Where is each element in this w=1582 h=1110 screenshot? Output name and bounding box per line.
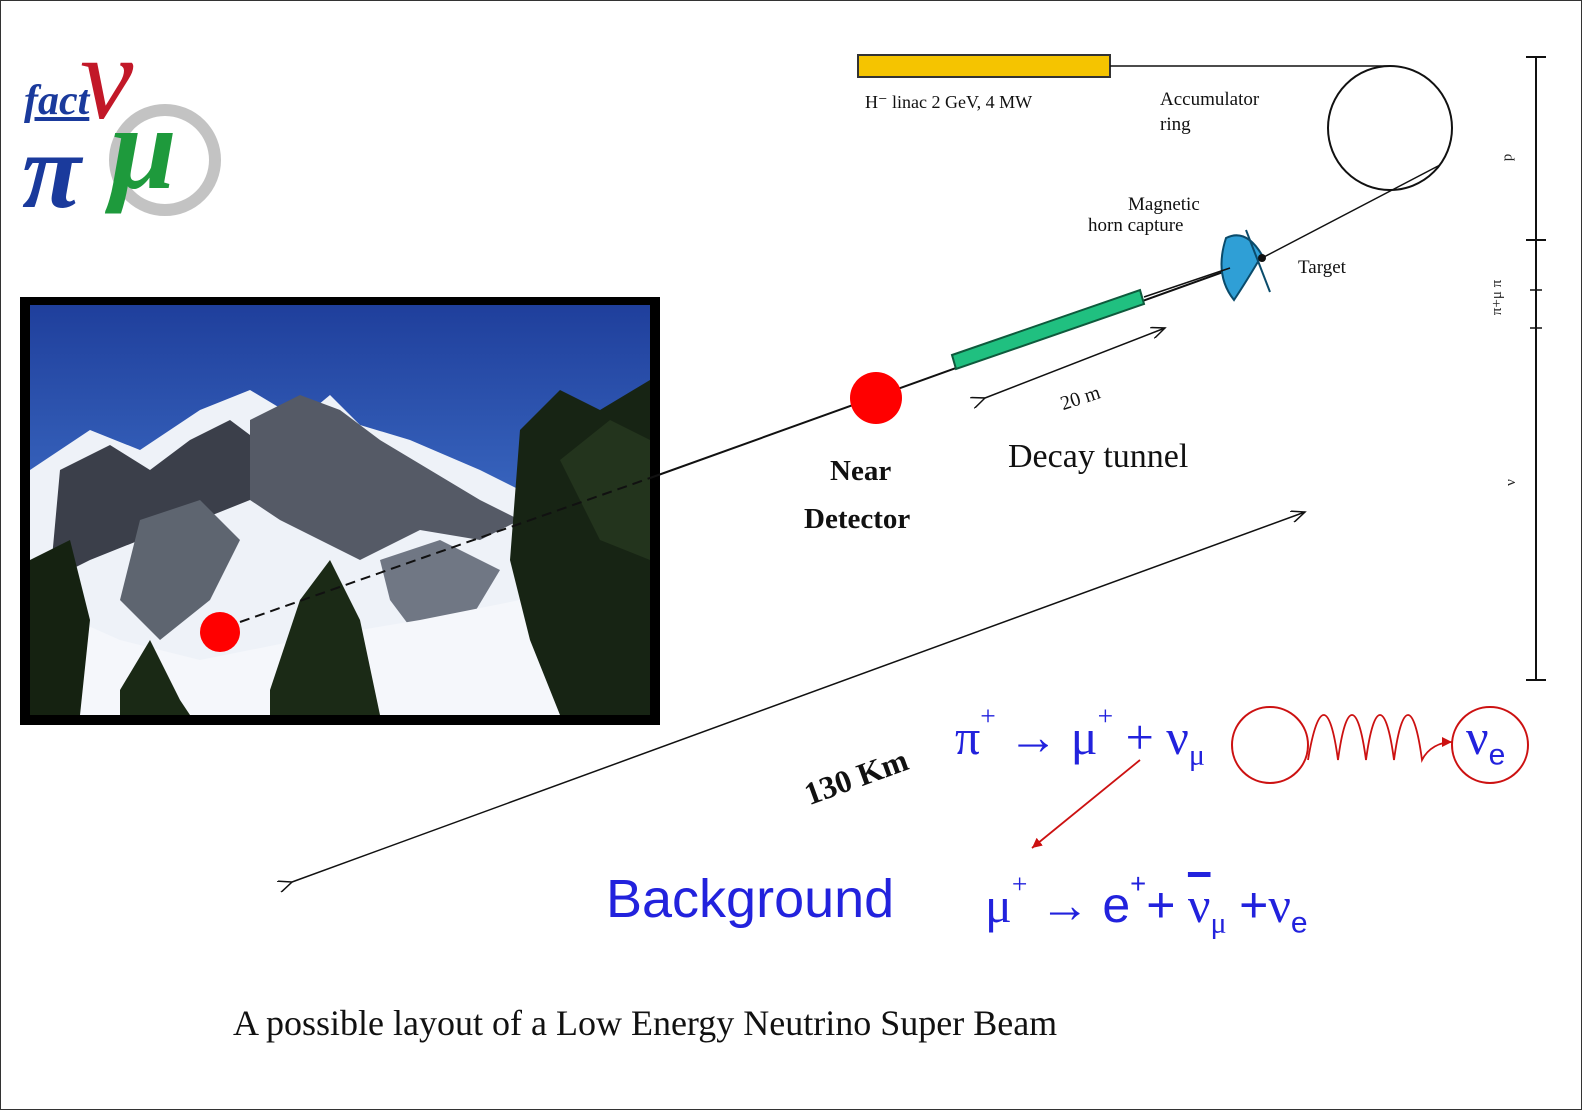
side-axis <box>1526 56 1546 681</box>
linac-label: H⁻ linac 2 GeV, 4 MW <box>865 92 1033 112</box>
eq-mu-charge: + <box>1097 700 1114 732</box>
bg-antinumu: ν <box>1187 877 1211 933</box>
far-detector-dot <box>200 612 240 652</box>
bg-positron-charge: + <box>1130 868 1147 900</box>
eq-numu-flavor: μ <box>1188 738 1205 772</box>
logo-mu: μ <box>110 81 177 214</box>
logo-nu: ν <box>80 11 134 144</box>
bg-arrow: → <box>1039 877 1090 933</box>
eq-nue: ν <box>1466 709 1489 765</box>
bg-mu-charge: + <box>1011 868 1028 900</box>
bg-nue: ν <box>1268 877 1291 933</box>
magnetic-label-2: horn capture <box>1088 215 1184 236</box>
magnetic-label-1: Magnetic <box>1128 194 1200 215</box>
background-equation: μ+ → e++ νμ +νe <box>985 870 1308 938</box>
linac-bar <box>857 54 1111 78</box>
axis-label-p: p <box>1499 153 1516 162</box>
axis-label-nu: ν <box>1502 479 1519 486</box>
nue-circle <box>1451 706 1529 784</box>
bg-nue-flavor: e <box>1290 906 1308 940</box>
near-detector-dot <box>850 372 902 424</box>
oscillation-wave <box>1307 714 1453 764</box>
logo-pi: π <box>22 112 81 231</box>
decay-tunnel-bar <box>950 288 1146 371</box>
axis-label-pimu: π+μ π <box>1489 279 1506 316</box>
caption: A possible layout of a Low Energy Neutri… <box>233 1003 1058 1043</box>
near-detector-label-1: Near <box>830 455 892 487</box>
bg-positron: e <box>1102 877 1131 933</box>
bg-mu: μ <box>985 877 1012 933</box>
near-detector-label-2: Detector <box>804 503 911 535</box>
eq-plus: + <box>1125 709 1154 765</box>
eq-mu: μ <box>1070 709 1098 765</box>
factnumu-logo <box>109 104 221 216</box>
nue-symbol: νe <box>1466 709 1505 770</box>
bg-antinumu-flavor: μ <box>1210 906 1227 940</box>
eq-pi-charge: + <box>980 700 996 732</box>
tunnel-length-arrow <box>985 328 1165 398</box>
eq-nue-flavor: e <box>1488 738 1506 772</box>
logo-fact: fact <box>24 78 90 124</box>
target-label: Target <box>1298 257 1346 278</box>
eq-numu: ν <box>1166 709 1189 765</box>
decay-equation: π+ → μ+ + νμ <box>955 702 1205 770</box>
eq-arrow: → <box>1008 709 1059 765</box>
decay-tunnel-label: Decay tunnel <box>1008 438 1189 475</box>
accumulator-label-2: ring <box>1160 114 1191 135</box>
background-label: Background <box>606 869 895 929</box>
accumulator-label-1: Accumulator <box>1160 89 1260 110</box>
background-arrow <box>1031 759 1141 849</box>
numu-circle <box>1231 706 1309 784</box>
bg-plus-2: + <box>1239 877 1269 933</box>
accumulator-ring <box>1327 65 1453 191</box>
mountain-photo <box>20 297 660 725</box>
magnetic-horn <box>1220 229 1271 302</box>
bg-plus: + <box>1146 877 1176 933</box>
eq-pi: π <box>955 709 981 765</box>
distance-arrow <box>292 512 1305 882</box>
